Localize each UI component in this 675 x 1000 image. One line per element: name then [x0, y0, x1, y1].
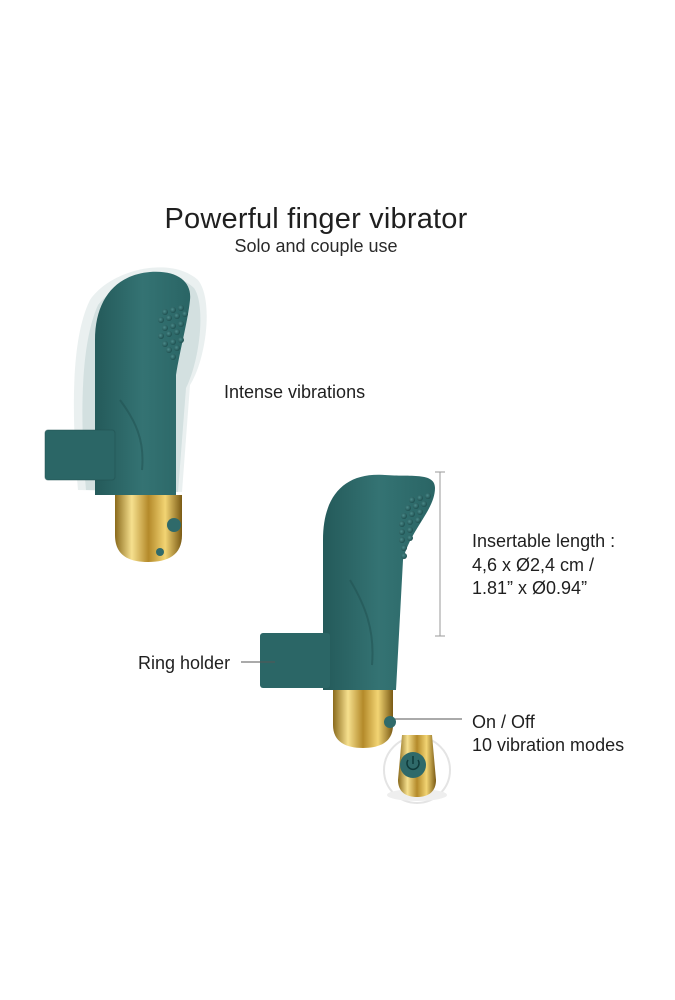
left-ring-holder [45, 430, 115, 480]
right-ring-holder [260, 633, 330, 688]
ring-holder-label: Ring holder [138, 653, 231, 673]
on-off-label: On / Off [472, 712, 535, 732]
insertable-length-label: Insertable length : [472, 531, 616, 551]
vibration-modes-label: 10 vibration modes [472, 735, 625, 755]
right-gold-cap [333, 690, 393, 748]
right-vibrator [260, 474, 435, 748]
left-gold-cap [115, 495, 182, 562]
power-icon [400, 752, 426, 778]
page-subtitle: Solo and couple use [234, 236, 398, 256]
left-button-icon [167, 518, 181, 532]
insertable-length-dimension [435, 471, 445, 637]
insertable-metric-value: 4,6 x Ø2,4 cm / [472, 555, 595, 575]
right-nubs [399, 493, 431, 559]
page-title: Powerful finger vibrator [164, 203, 468, 235]
right-shaft [323, 474, 435, 690]
insertable-imperial-value: 1.81” x Ø0.94” [472, 578, 588, 598]
power-button-zoom [383, 735, 451, 804]
left-nubs [158, 305, 188, 360]
vibrations-label: Intense vibrations [224, 382, 366, 402]
left-vibrator [44, 267, 207, 562]
